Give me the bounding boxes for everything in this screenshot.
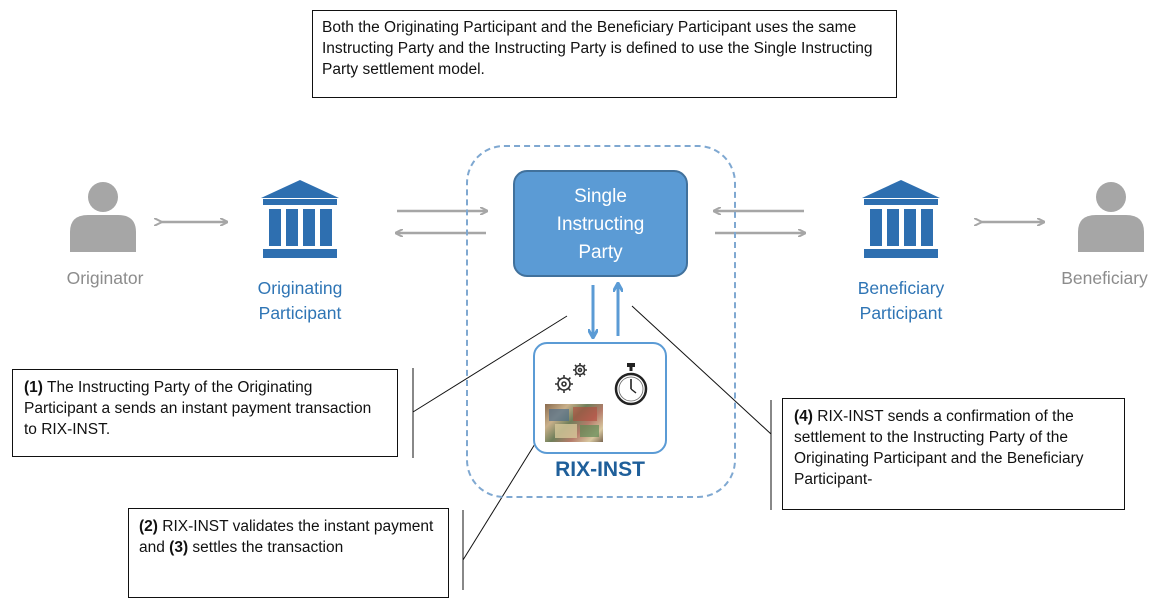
note4-text: RIX-INST sends a confirmation of the set… xyxy=(794,408,1084,488)
stopwatch-icon xyxy=(614,363,648,406)
single-instructing-party-box: Single Instructing Party xyxy=(513,170,688,277)
person-icon xyxy=(1078,182,1144,252)
beneficiary-participant-line2: Participant xyxy=(859,303,943,323)
note-step-1: (1) The Instructing Party of the Origina… xyxy=(12,369,398,457)
sip-line1: Single xyxy=(574,186,627,207)
sip-line2: Instructing xyxy=(556,214,645,235)
banknotes-icon xyxy=(545,404,603,442)
sip-line3: Party xyxy=(578,242,623,263)
bank-icon xyxy=(261,180,339,258)
note2-text: RIX-INST validates the instant payment a… xyxy=(139,518,434,556)
top-note: Both the Originating Participant and the… xyxy=(312,10,897,98)
originator-label: Originator xyxy=(66,268,144,288)
beneficiary-participant-label: Beneficiary Participant xyxy=(831,276,971,326)
originating-participant-line1: Originating xyxy=(257,278,343,298)
originating-participant-line2: Participant xyxy=(258,303,342,323)
note3-number: (3) xyxy=(169,539,189,556)
note-step-4: (4) RIX-INST sends a confirmation of the… xyxy=(782,398,1125,510)
note4-number: (4) xyxy=(794,408,813,425)
top-note-text: Both the Originating Participant and the… xyxy=(322,19,873,78)
gears-icon xyxy=(555,363,587,393)
callout-line-1 xyxy=(412,315,568,413)
note2-number: (2) xyxy=(139,518,158,535)
beneficiary-label: Beneficiary xyxy=(1061,268,1148,288)
bank-icon xyxy=(862,180,940,258)
note1-text: The Instructing Party of the Originating… xyxy=(24,379,372,438)
person-icon xyxy=(70,182,136,252)
rix-inst-boundary xyxy=(466,145,736,498)
beneficiary-participant-line1: Beneficiary xyxy=(857,278,945,298)
originating-participant-label: Originating Participant xyxy=(230,276,370,326)
rix-inst-label: RIX-INST xyxy=(555,458,645,481)
callout-line-4 xyxy=(631,305,772,435)
note-step-2-3: (2) RIX-INST validates the instant payme… xyxy=(128,508,449,598)
note3-text: settles the transaction xyxy=(188,539,344,556)
note1-number: (1) xyxy=(24,379,43,396)
